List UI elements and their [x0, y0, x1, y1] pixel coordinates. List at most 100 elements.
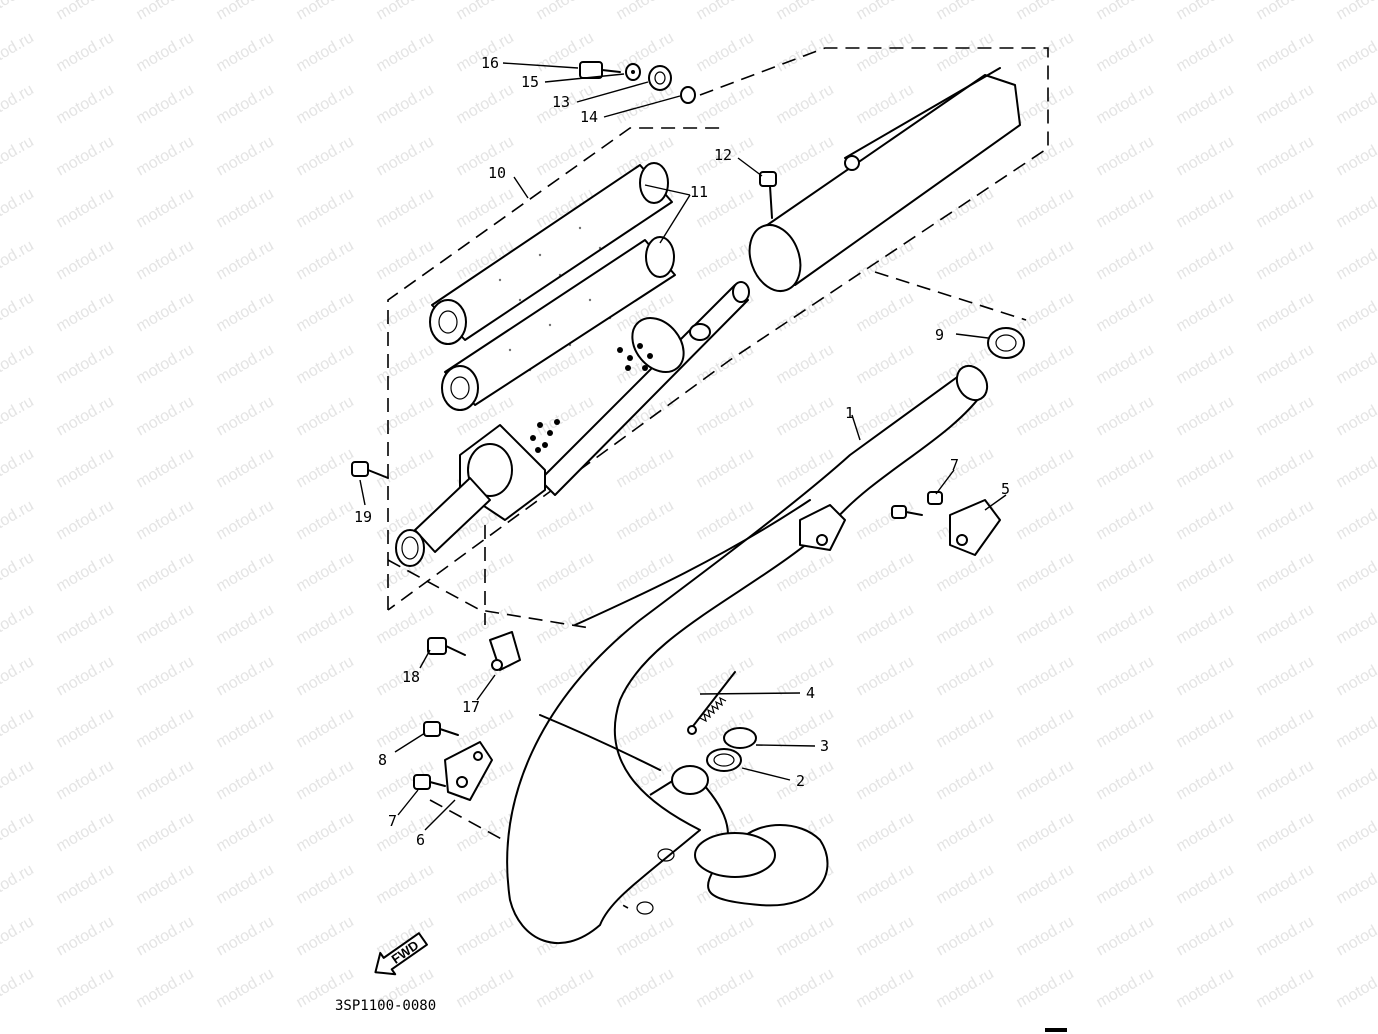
- watermark-text: motod.ru: [0, 965, 37, 1011]
- watermark-text: motod.ru: [534, 965, 597, 1011]
- watermark-text: motod.ru: [1174, 29, 1237, 75]
- watermark-text: motod.ru: [1014, 497, 1077, 543]
- watermark-text: motod.ru: [54, 445, 117, 491]
- watermark-text: motod.ru: [374, 237, 437, 283]
- watermark-text: motod.ru: [1094, 445, 1157, 491]
- watermark-text: motod.ru: [54, 0, 117, 23]
- watermark-text: motod.ru: [0, 601, 37, 647]
- watermark-text: motod.ru: [134, 705, 197, 751]
- watermark-text: motod.ru: [1174, 757, 1237, 803]
- watermark-text: motod.ru: [854, 29, 917, 75]
- callout-2: 2: [796, 772, 805, 790]
- watermark-text: motod.ru: [1014, 601, 1077, 647]
- callout-8: 8: [378, 751, 387, 769]
- watermark-text: motod.ru: [54, 861, 117, 907]
- watermark-text: motod.ru: [294, 757, 357, 803]
- watermark-text: motod.ru: [774, 0, 837, 23]
- watermark-text: motod.ru: [134, 601, 197, 647]
- watermark-text: motod.ru: [294, 601, 357, 647]
- watermark-text: motod.ru: [774, 393, 837, 439]
- watermark-text: motod.ru: [0, 133, 37, 179]
- watermark-text: motod.ru: [854, 913, 917, 959]
- watermark-text: motod.ru: [854, 601, 917, 647]
- watermark-text: motod.ru: [1174, 133, 1237, 179]
- watermark-text: motod.ru: [54, 705, 117, 751]
- watermark-text: motod.ru: [1334, 29, 1378, 75]
- watermark-text: motod.ru: [134, 497, 197, 543]
- callout-3: 3: [820, 737, 829, 755]
- watermark-text: motod.ru: [134, 341, 197, 387]
- watermark-text: motod.ru: [1174, 965, 1237, 1011]
- watermark-text: motod.ru: [54, 289, 117, 335]
- watermark-text: motod.ru: [134, 81, 197, 127]
- watermark-text: motod.ru: [1094, 705, 1157, 751]
- watermark-text: motod.ru: [1174, 913, 1237, 959]
- watermark-text: motod.ru: [934, 653, 997, 699]
- watermark-text: motod.ru: [0, 237, 37, 283]
- watermark-text: motod.ru: [294, 861, 357, 907]
- watermark-text: motod.ru: [294, 185, 357, 231]
- watermark-text: motod.ru: [294, 289, 357, 335]
- watermark-text: motod.ru: [694, 913, 757, 959]
- watermark-text: motod.ru: [694, 497, 757, 543]
- watermark-text: motod.ru: [374, 133, 437, 179]
- watermark-text: motod.ru: [54, 237, 117, 283]
- watermark-text: motod.ru: [694, 653, 757, 699]
- watermark-text: motod.ru: [134, 913, 197, 959]
- watermark-text: motod.ru: [0, 29, 37, 75]
- watermark-text: motod.ru: [1094, 861, 1157, 907]
- watermark-text: motod.ru: [854, 0, 917, 23]
- callout-7-upper: 7: [950, 456, 959, 474]
- watermark-text: motod.ru: [614, 549, 677, 595]
- watermark-text: motod.ru: [614, 497, 677, 543]
- watermark-text: motod.ru: [374, 185, 437, 231]
- watermark-text: motod.ru: [774, 341, 837, 387]
- watermark-text: motod.ru: [1334, 861, 1378, 907]
- watermark-text: motod.ru: [454, 133, 517, 179]
- watermark-text: motod.ru: [134, 445, 197, 491]
- watermark-text: motod.ru: [0, 393, 37, 439]
- watermark-text: motod.ru: [1254, 497, 1317, 543]
- watermark-text: motod.ru: [854, 653, 917, 699]
- watermark-text: motod.ru: [0, 705, 37, 751]
- watermark-text: motod.ru: [214, 809, 277, 855]
- watermark-text: motod.ru: [1174, 237, 1237, 283]
- watermark-text: motod.ru: [0, 653, 37, 699]
- watermark-text: motod.ru: [134, 185, 197, 231]
- watermark-text: motod.ru: [54, 653, 117, 699]
- watermark-text: motod.ru: [1014, 861, 1077, 907]
- watermark-text: motod.ru: [694, 393, 757, 439]
- callout-17: 17: [462, 698, 480, 716]
- watermark-text: motod.ru: [534, 601, 597, 647]
- watermark-text: motod.ru: [1174, 0, 1237, 23]
- watermark-text: motod.ru: [454, 185, 517, 231]
- watermark-text: motod.ru: [854, 549, 917, 595]
- watermark-text: motod.ru: [214, 497, 277, 543]
- callout-9: 9: [935, 326, 944, 344]
- watermark-text: motod.ru: [134, 393, 197, 439]
- watermark-text: motod.ru: [1094, 653, 1157, 699]
- watermark-text: motod.ru: [1174, 393, 1237, 439]
- watermark-text: motod.ru: [214, 913, 277, 959]
- watermark-text: motod.ru: [1254, 913, 1317, 959]
- watermark-text: motod.ru: [0, 341, 37, 387]
- watermark-text: motod.ru: [214, 29, 277, 75]
- watermark-text: motod.ru: [1254, 965, 1317, 1011]
- watermark-text: motod.ru: [0, 757, 37, 803]
- watermark-text: motod.ru: [54, 497, 117, 543]
- watermark-text: motod.ru: [534, 497, 597, 543]
- watermark-text: motod.ru: [374, 81, 437, 127]
- watermark-text: motod.ru: [54, 809, 117, 855]
- watermark-text: motod.ru: [1334, 757, 1378, 803]
- watermark-text: motod.ru: [1254, 133, 1317, 179]
- muffler-shell: [748, 67, 1021, 292]
- watermark-text: motod.ru: [934, 549, 997, 595]
- watermark-text: motod.ru: [1014, 185, 1077, 231]
- watermark-text: motod.ru: [614, 913, 677, 959]
- watermark-text: motod.ru: [134, 289, 197, 335]
- watermark-text: motod.ru: [774, 133, 837, 179]
- watermark-text: motod.ru: [54, 133, 117, 179]
- watermark-text: motod.ru: [934, 861, 997, 907]
- watermark-text: motod.ru: [1014, 393, 1077, 439]
- watermark-text: motod.ru: [0, 809, 37, 855]
